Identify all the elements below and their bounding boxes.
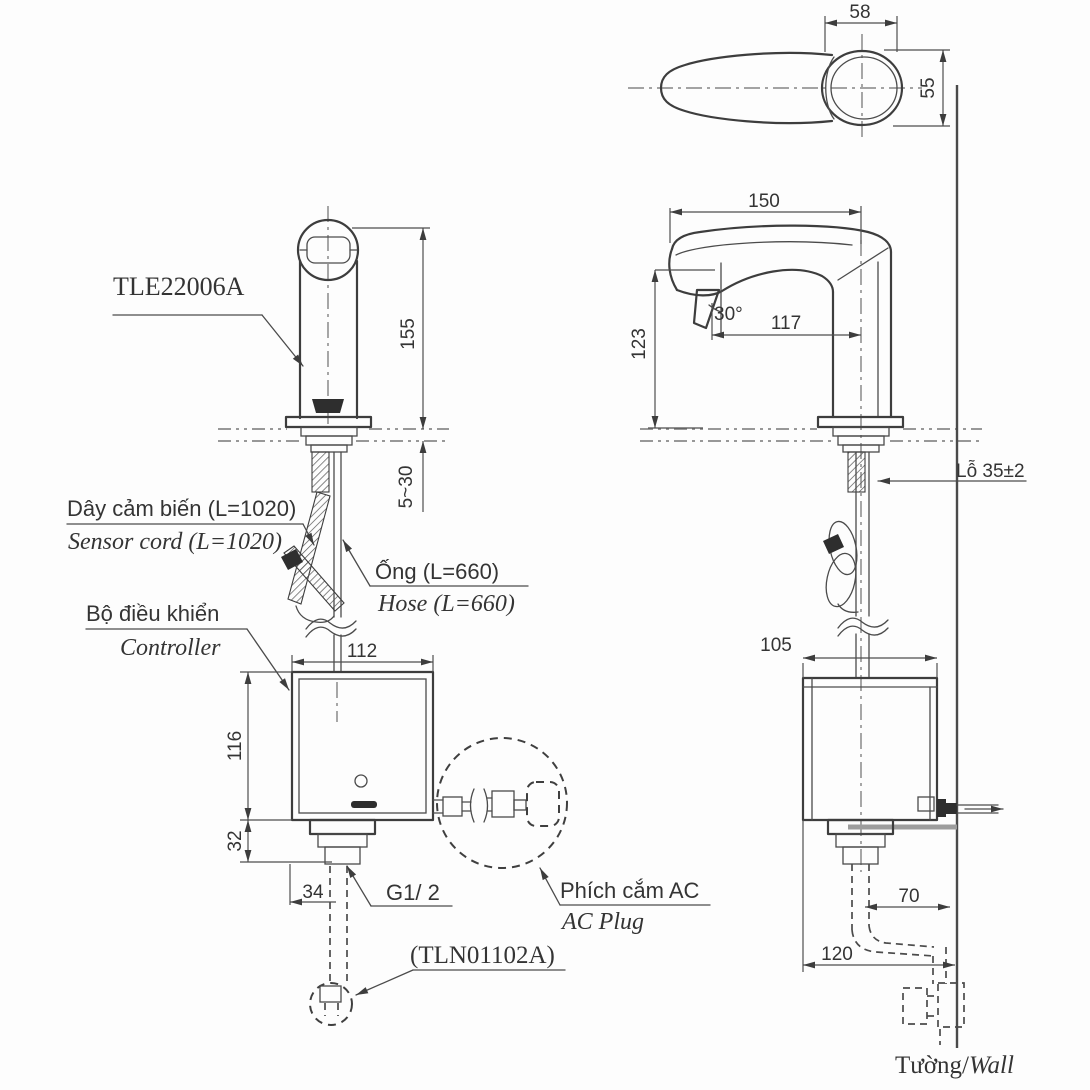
- hole-label-text: Lỗ 35±2: [956, 460, 1025, 482]
- label-product: TLE22006A: [112, 272, 304, 367]
- dim-box-to-wall: 120: [802, 820, 955, 972]
- sensor-cord-coil-side: [823, 520, 859, 613]
- dim-controller-depth: 105: [760, 635, 938, 678]
- aerator-tip: [692, 288, 721, 330]
- dim-handle-height: 55: [884, 49, 950, 127]
- dim-body-height-155: 155: [352, 227, 430, 429]
- dim-controller-height: 116: [225, 671, 292, 821]
- dim-controller-width-front: 112: [291, 641, 434, 672]
- sensor-window: [312, 399, 344, 413]
- dim-pipe-to-wall: 70: [865, 886, 950, 911]
- sensor-cord-label-en: Sensor cord (L=1020): [68, 529, 282, 555]
- dim-shank-offset: 34: [289, 864, 336, 906]
- dim-70: 70: [898, 886, 919, 907]
- top-view-spout: [628, 34, 922, 140]
- sensor-cord-front: [281, 491, 345, 624]
- ac-receptacle: [526, 781, 560, 827]
- cord-break-mark: [469, 788, 475, 823]
- thread-label: G1/ 2: [386, 880, 440, 905]
- dim-116: 116: [225, 731, 246, 761]
- dim-155: 155: [398, 318, 419, 350]
- dim-outlet-height: 123: [629, 269, 715, 429]
- threaded-shank-front: [311, 451, 330, 493]
- hose-label-en: Hose (L=660): [377, 591, 515, 617]
- hose-label-vi: Ống (L=660): [375, 558, 499, 584]
- wall-label-en: Wall: [969, 1052, 1014, 1079]
- wall-label: Tường/Wall: [895, 1052, 1014, 1079]
- dim-5-30: 5~30: [396, 466, 417, 509]
- label-controller: Bộ điều khiển Controller: [85, 601, 290, 691]
- dim-spout-reach: 117: [711, 303, 861, 340]
- product-code-text: TLE22006A: [113, 272, 245, 301]
- wall-label-vi: Tường/: [895, 1052, 969, 1079]
- controller-box-front: [290, 670, 435, 982]
- wall-fitting-dashed: [902, 982, 965, 1045]
- dim-112: 112: [347, 641, 377, 662]
- label-sensor-cord: Dây cảm biến (L=1020) Sensor cord (L=102…: [66, 496, 315, 555]
- deck-lines-front: [218, 428, 449, 442]
- label-hose: Ống (L=660) Hose (L=660): [342, 539, 529, 617]
- dim-150: 150: [748, 191, 780, 212]
- dim-30deg: 30°: [714, 304, 743, 325]
- dim-123: 123: [629, 328, 650, 360]
- front-view-faucet: [281, 206, 373, 673]
- side-view-spout: [668, 224, 905, 872]
- ac-plug-label-vi: Phích cắm AC: [560, 878, 700, 903]
- controller-label-en: Controller: [120, 635, 221, 661]
- dim-117: 117: [771, 313, 801, 334]
- dim-55: 55: [918, 77, 939, 98]
- label-supply-valve: (TLN01102A): [355, 942, 566, 996]
- dim-spout-total-reach: 150: [669, 191, 862, 244]
- controller-label-vi: Bộ điều khiển: [86, 601, 219, 626]
- controller-slot: [351, 801, 377, 808]
- ac-plug-label-en: AC Plug: [560, 909, 644, 935]
- supply-valve-code-text: (TLN01102A): [410, 942, 555, 969]
- sensor-cord-label-vi: Dây cảm biến (L=1020): [67, 496, 296, 521]
- dim-deck-thickness: 5~30: [396, 441, 427, 512]
- dim-34: 34: [302, 882, 324, 903]
- label-ac-plug: Phích cắm AC AC Plug: [539, 867, 711, 935]
- label-thread: G1/ 2: [346, 865, 453, 907]
- dim-105: 105: [760, 635, 792, 656]
- dim-120: 120: [821, 944, 853, 965]
- controller-box-side: [801, 676, 1004, 984]
- dim-32: 32: [225, 830, 246, 851]
- label-hole: Lỗ 35±2: [877, 460, 1027, 485]
- ac-plug-side: [937, 799, 1004, 817]
- ac-plug-detail-circle: [432, 737, 568, 869]
- hose-break-symbol-side: [837, 617, 889, 629]
- supply-valve-detail: [309, 982, 353, 1026]
- dim-58: 58: [849, 2, 870, 23]
- indicator-led: [354, 774, 368, 788]
- dim-controller-bottom: 32: [225, 820, 332, 863]
- deck-lines-side: [640, 428, 982, 442]
- hose-break-symbol: [305, 618, 357, 630]
- dim-handle-width: 58: [824, 2, 898, 52]
